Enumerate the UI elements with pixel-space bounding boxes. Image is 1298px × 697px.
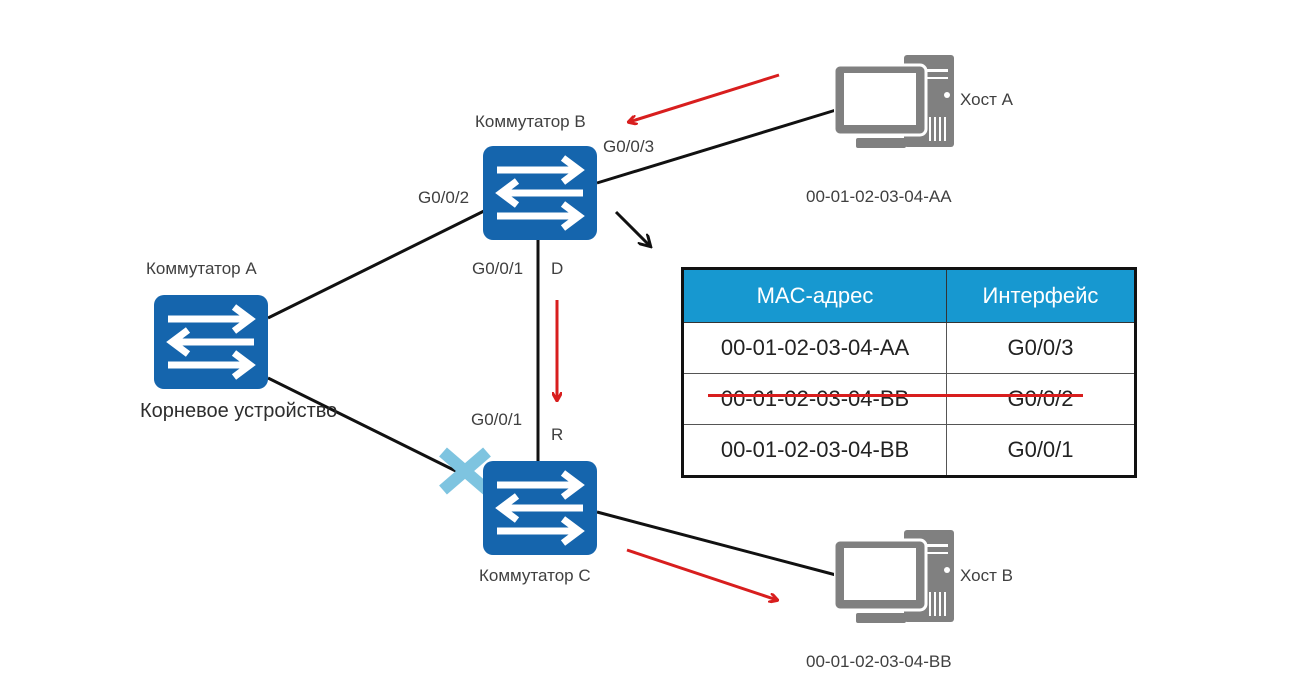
cell-interface: G0/0/3 [946, 322, 1136, 374]
cell-mac: 00-01-02-03-04-BB [682, 373, 947, 425]
mac-address-table: MAC-адрес Интерфейс 00-01-02-03-04-AA G0… [681, 267, 1137, 478]
cell-mac: 00-01-02-03-04-BB [682, 424, 947, 477]
table-row: 00-01-02-03-04-AA G0/0/3 [682, 322, 1136, 374]
cell-interface: G0/0/2 [946, 373, 1136, 425]
column-header-interface: Интерфейс [946, 268, 1136, 323]
switch-b-port-g003: G0/0/3 [603, 137, 655, 156]
computer-icon [832, 55, 954, 148]
host-b[interactable] [832, 530, 964, 630]
host-a-mac: 00-01-02-03-04-AA [806, 187, 952, 206]
switch-c[interactable] [483, 461, 597, 555]
table-row-struck: 00-01-02-03-04-BB G0/0/2 [682, 373, 1136, 425]
host-b-name: Хост B [960, 566, 1013, 585]
cell-interface: G0/0/1 [946, 424, 1136, 477]
switch-c-name: Коммутатор C [479, 566, 591, 585]
root-device-label: Корневое устройство [140, 400, 338, 422]
switch-c-port-g001: G0/0/1 [471, 410, 523, 429]
blocked-port-icon [439, 447, 491, 495]
switch-a-name: Коммутатор A [146, 259, 257, 278]
host-a-name: Хост A [960, 90, 1013, 109]
switch-arrows-icon [166, 304, 256, 380]
host-b-mac: 00-01-02-03-04-BB [806, 652, 952, 671]
switch-arrows-icon [495, 155, 585, 231]
link-b-hosta [596, 108, 837, 185]
column-header-mac: MAC-адрес [682, 268, 947, 323]
switch-arrows-icon [495, 470, 585, 546]
switch-b[interactable] [483, 146, 597, 240]
switch-b-port-g002: G0/0/2 [418, 188, 470, 207]
switch-b-port-g001: G0/0/1 [472, 259, 524, 278]
link-a-b [267, 208, 487, 320]
computer-icon [832, 530, 954, 623]
table-pointer-arrow [614, 210, 650, 246]
host-a[interactable] [832, 55, 964, 155]
switch-b-name: Коммутатор B [475, 112, 586, 131]
port-role-root: R [551, 425, 564, 444]
switch-a[interactable] [154, 295, 268, 389]
table-row: 00-01-02-03-04-BB G0/0/1 [682, 424, 1136, 477]
port-role-designated: D [551, 259, 564, 278]
table-header-row: MAC-адрес Интерфейс [682, 268, 1136, 323]
flow-arrow-hosta-to-b [629, 73, 780, 122]
cell-mac: 00-01-02-03-04-AA [682, 322, 947, 374]
flow-arrow-c-to-hostb [626, 548, 777, 600]
strikethrough-line [708, 394, 1083, 397]
link-c-hostb [596, 510, 837, 577]
link-a-c [267, 376, 487, 488]
